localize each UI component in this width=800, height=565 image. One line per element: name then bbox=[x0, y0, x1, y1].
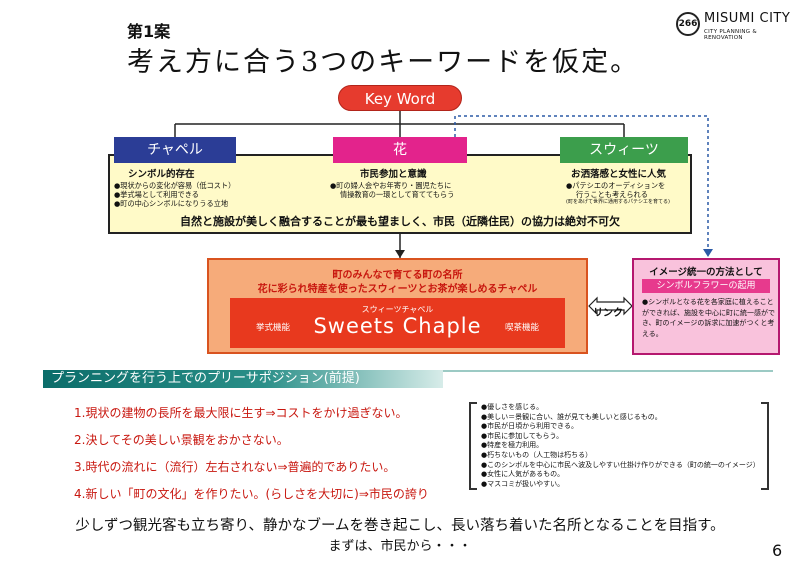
chapel-point: ●現状からの変化が容易（低コスト） bbox=[114, 181, 236, 190]
footer-goal: 少しずつ観光客も立ち寄り、静かなブームを巻き起こし、長い落ち着いた名所となること… bbox=[75, 518, 725, 534]
cafe-function-label: 喫茶機能 bbox=[505, 323, 540, 333]
sweets-point: ●パテシエのオーディションを bbox=[566, 181, 666, 190]
note-item: ●優しさを感じる。 bbox=[481, 403, 544, 411]
route-badge-icon: 266 bbox=[676, 12, 700, 36]
section-banner-rule bbox=[443, 370, 773, 372]
image-unify-title: イメージ統一の方法として bbox=[649, 267, 763, 278]
chapel-subtitle: シンボル的存在 bbox=[128, 169, 195, 180]
chapel-point: ●挙式場として利用できる bbox=[114, 190, 199, 199]
concept-box: 町のみんなで育てる町の名所 花に彩られ特産を使ったスウィーツとお茶が楽しめるチャ… bbox=[207, 258, 588, 354]
logo-name: MISUMI CITY bbox=[704, 11, 791, 26]
dotted-arrow-line bbox=[454, 115, 709, 252]
concept-line-1: 町のみんなで育てる町の名所 bbox=[332, 270, 463, 281]
premise-item: 4.新しい「町の文化」を作りたい。(らしさを大切に)⇒市民の誇り bbox=[74, 487, 429, 501]
sweets-point-note: (町をあげて世界に通用するパテシエを育てる) bbox=[566, 199, 670, 205]
wedding-function-label: 挙式機能 bbox=[256, 323, 291, 333]
chapel-points: ●現状からの変化が容易（低コスト） ●挙式場として利用できる ●町の中心シンボル… bbox=[114, 181, 314, 208]
image-unify-text: ●シンボルとなる花を各家庭に植えることができれば、施設を中心に町に統一感ができ、… bbox=[642, 298, 775, 338]
flower-point: ●町の婦人会やお年寄り・園児たちに bbox=[330, 181, 452, 190]
flower-points: ●町の婦人会やお年寄り・園児たちに 情操教育の一環として育ててもらう bbox=[330, 181, 530, 199]
sweets-points: ●パテシエのオーディションを 行うことも考えられる (町をあげて世界に通用するパ… bbox=[566, 181, 690, 206]
harmony-statement: 自然と施設が美しく融合することが最も望ましく、市民（近隣住民）の協力は絶対不可欠 bbox=[180, 215, 620, 228]
sweets-chaple-title: Sweets Chaple bbox=[313, 314, 482, 338]
dotted-arrowhead-icon bbox=[703, 249, 713, 257]
page-number: 6 bbox=[772, 541, 783, 560]
sweets-chaple-kana: スウィーツチャペル bbox=[361, 305, 434, 314]
note-item: ●市民が日頃から利用できる。 bbox=[481, 422, 578, 431]
note-item: ●特産を極力利用。 bbox=[481, 441, 544, 450]
notes-list: ●優しさを感じる。 ●美しい＝景観に合い、誰が見ても美しいと感じるもの。 ●市民… bbox=[481, 403, 767, 489]
keyword-chapel-header: チャペル bbox=[114, 137, 236, 163]
plan-label: 第1案 bbox=[127, 22, 171, 41]
page-title: 考え方に合う3つのキーワードを仮定。 bbox=[127, 47, 640, 78]
note-item: ●朽ちないもの（人工物は朽ちる） bbox=[481, 450, 593, 459]
concept-line-2: 花に彩られ特産を使ったスウィーツとお茶が楽しめるチャペル bbox=[257, 284, 538, 295]
notes-bracket: ●優しさを感じる。 ●美しい＝景観に合い、誰が見ても美しいと感じるもの。 ●市民… bbox=[469, 402, 769, 490]
note-item: ●女性に人気があるもの。 bbox=[481, 470, 565, 479]
flower-subtitle: 市民参加と意識 bbox=[360, 169, 427, 180]
arrow-down-icon bbox=[395, 250, 405, 258]
sweets-subtitle: お洒落感と女性に人気 bbox=[571, 169, 667, 180]
note-item: ●このシンボルを中心に市民へ波及しやすい仕掛け作りができる（町の統一のイメージ） bbox=[481, 460, 760, 469]
chapel-point: ●町の中心シンボルになりうる立地 bbox=[114, 199, 229, 208]
sweets-point: 行うことも考えられる bbox=[576, 190, 648, 199]
note-item: ●市民に参加してもらう。 bbox=[481, 431, 564, 440]
keyword-sweets-header: スウィーツ bbox=[560, 137, 688, 163]
note-item: ●美しい＝景観に合い、誰が見ても美しいと感じるもの。 bbox=[481, 412, 662, 421]
section-banner: プランニングを行う上でのプリーサポジション(前提) bbox=[43, 370, 443, 388]
flower-point: 情操教育の一環として育ててもらう bbox=[340, 190, 455, 199]
sweets-chaple-banner: スウィーツチャペル Sweets Chaple 挙式機能 喫茶機能 bbox=[230, 298, 565, 348]
image-unify-box: イメージ統一の方法として シンボルフラワーの起用 ●シンボルとなる花を各家庭に植… bbox=[632, 258, 780, 355]
logo-subtitle: CITY PLANNING & RENOVATION bbox=[704, 29, 757, 41]
keyword-pill: Key Word bbox=[338, 85, 462, 111]
city-logo: 266 MISUMI CITY CITY PLANNING & RENOVATI… bbox=[676, 8, 796, 41]
premise-item: 2.決してその美しい景観をおかさない。 bbox=[74, 433, 289, 447]
note-item: ●マスコミが扱いやすい。 bbox=[481, 479, 565, 488]
link-label: リンク bbox=[593, 308, 623, 319]
footer-tagline: まずは、市民から・・・ bbox=[328, 539, 472, 554]
premise-item: 3.時代の流れに（流行）左右されない⇒普遍的でありたい。 bbox=[74, 460, 396, 474]
symbol-flower-badge: シンボルフラワーの起用 bbox=[642, 279, 770, 293]
premise-item: 1.現状の建物の長所を最大限に生す⇒コストをかけ過ぎない。 bbox=[74, 406, 408, 420]
keyword-flower-header: 花 bbox=[333, 137, 467, 163]
